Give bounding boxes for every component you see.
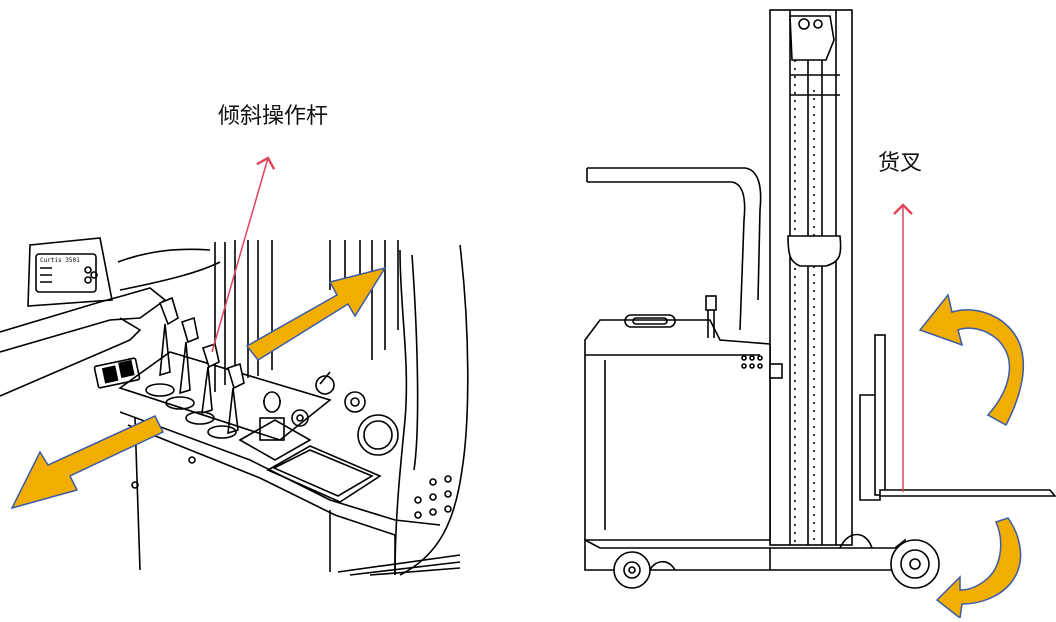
tilt-forward-arrow xyxy=(245,266,387,361)
pillar-holes xyxy=(414,475,452,519)
tilt-lever-label: 倾斜操作杆 xyxy=(218,104,329,129)
tilt-backward-arrow xyxy=(10,415,165,510)
reach-truck-illustration xyxy=(584,9,1056,589)
tilt-lever-pointer xyxy=(211,156,276,353)
fork-label: 货叉 xyxy=(878,151,923,176)
tilt-lever-handle xyxy=(202,342,220,369)
fork-tilt-down-arrow xyxy=(935,517,1022,620)
display-screen-text: Curtis 3501 xyxy=(40,257,80,264)
control-levers xyxy=(145,296,245,439)
joystick xyxy=(238,391,312,461)
display-screen: Curtis 3501 xyxy=(27,237,113,307)
operator-console-illustration: Curtis 3501 xyxy=(0,237,469,576)
fork-tilt-up-arrow xyxy=(918,293,1025,427)
